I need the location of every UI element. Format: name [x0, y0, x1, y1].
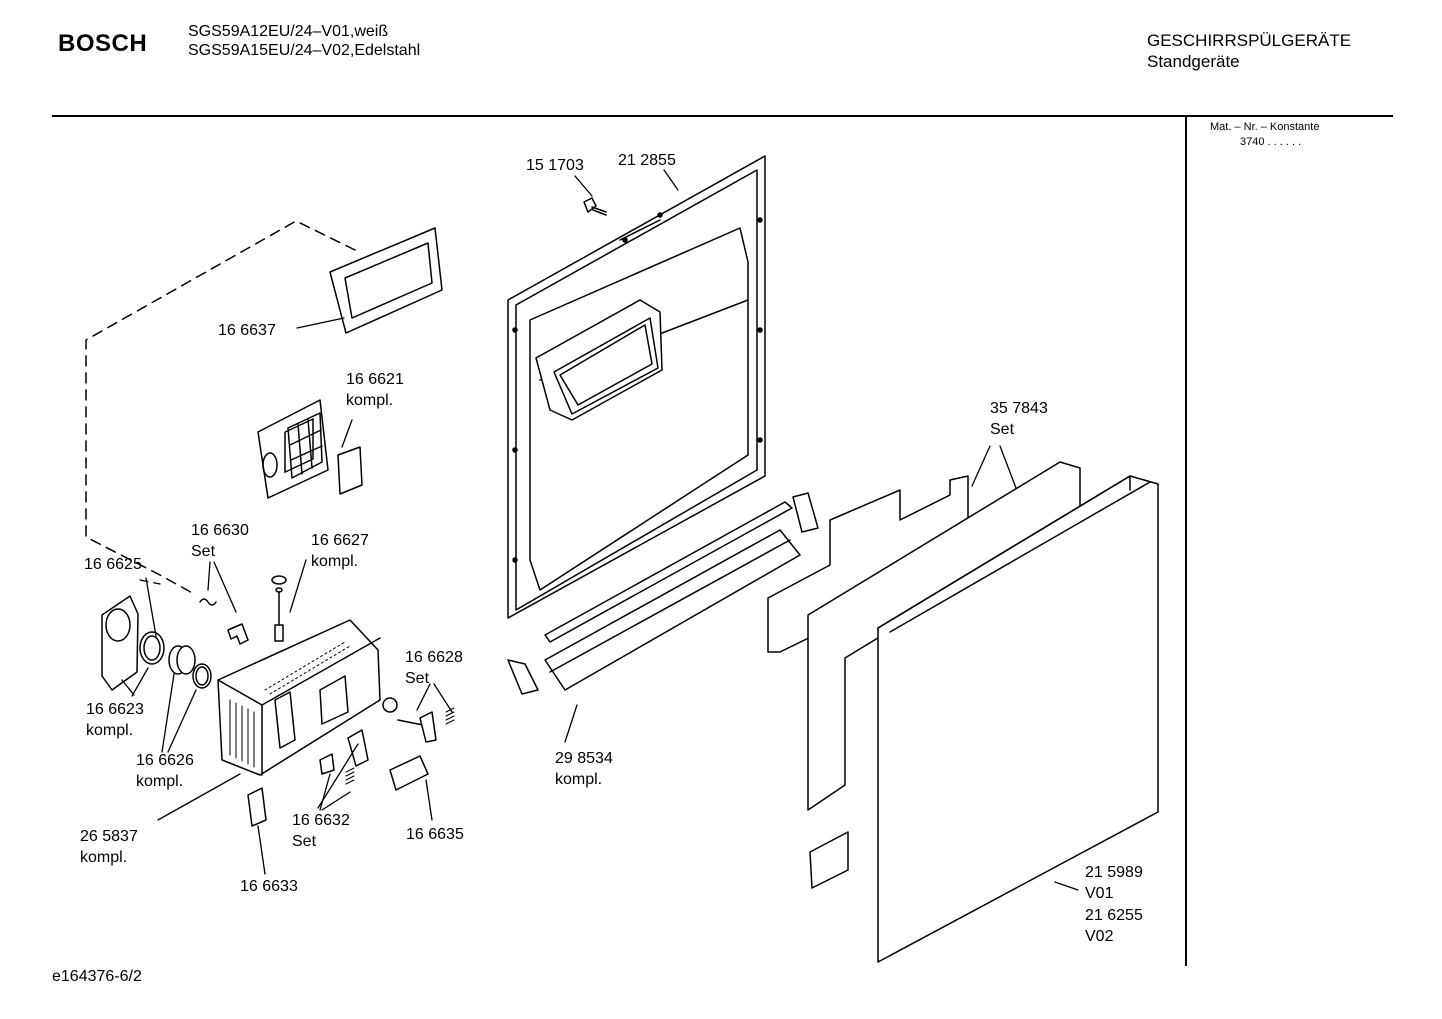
assembly-dashed-line: [85, 220, 356, 596]
model-list: SGS59A12EU/24–V01,weiß SGS59A15EU/24–V02…: [188, 22, 420, 60]
brand-logo: BOSCH: [58, 30, 148, 57]
part-label-166635: 16 6635: [406, 826, 464, 843]
part-label-166633: 16 6633: [240, 878, 298, 895]
material-number-value: 3740 . . . . . .: [1240, 136, 1302, 148]
part-label-166637: 16 6637: [218, 322, 276, 339]
material-number-panel: Mat. – Nr. – Konstante 3740 . . . . . .: [1210, 120, 1319, 150]
material-number-label: Mat. – Nr. – Konstante: [1210, 121, 1320, 133]
header-rule: [52, 115, 1393, 117]
document-id: e164376-6/2: [52, 968, 142, 985]
screw-part: [583, 197, 607, 216]
float-valve: [271, 575, 287, 642]
dispenser-cover: [257, 399, 363, 499]
switch-parts: [247, 697, 455, 827]
part-label-151703: 15 1703: [526, 157, 584, 174]
category-sub: Standgeräte: [1147, 52, 1240, 71]
bottom-channel: [507, 492, 819, 695]
part-label-166625: 16 6625: [84, 556, 142, 573]
model-1: SGS59A12EU/24–V01,weiß: [188, 23, 389, 40]
part-label-212855: 21 2855: [618, 152, 676, 169]
category-main: GESCHIRRSPÜLGERÄTE: [1147, 31, 1352, 50]
side-divider: [1185, 116, 1187, 966]
leader-lines: [121, 169, 1079, 891]
dispenser-housing: [217, 619, 381, 776]
inner-door-panel: [507, 155, 766, 619]
rinse-aid-cap: [101, 595, 165, 691]
category-title: GESCHIRRSPÜLGERÄTE Standgeräte: [1147, 30, 1351, 72]
model-2: SGS59A15EU/24–V02,Edelstahl: [188, 42, 421, 59]
rinse-aid-nozzle: [168, 645, 212, 689]
front-door-panel: [877, 475, 1159, 963]
spring-clip: [199, 598, 249, 645]
dispenser-seal: [329, 227, 443, 334]
